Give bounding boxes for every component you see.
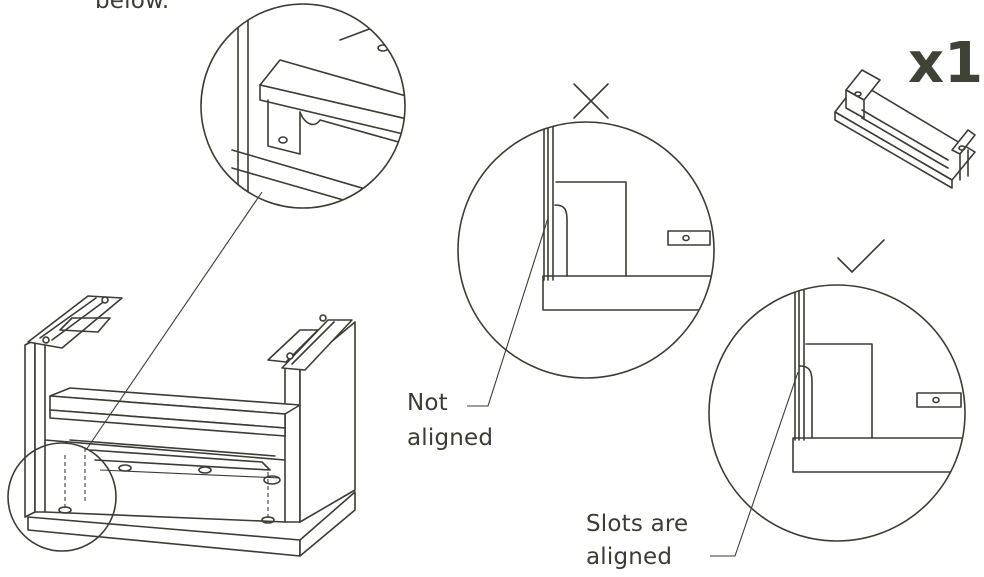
slots-aligned-leader — [710, 371, 799, 557]
bracket-part — [834, 69, 976, 189]
zoom-circle-outline — [200, 3, 406, 209]
cabinet-detail-marker — [7, 191, 263, 552]
quantity-label: x1 — [908, 31, 984, 96]
zoom-detail-bracket — [231, 4, 405, 208]
slots-aligned-circle — [708, 284, 966, 542]
cross-icon — [573, 83, 609, 119]
slots-aligned-label-line2: aligned — [586, 544, 673, 570]
intro-text-fragment: below. — [95, 0, 170, 14]
slots-aligned-detail — [792, 285, 964, 473]
not-aligned-detail — [542, 122, 714, 311]
slots-aligned-label-line1: Slots are — [586, 511, 689, 537]
check-icon — [837, 239, 885, 273]
cabinet-assembly — [24, 295, 356, 557]
not-aligned-label-line2: aligned — [407, 425, 494, 451]
not-aligned-leader — [467, 217, 549, 407]
not-aligned-label-line1: Not — [407, 390, 448, 416]
not-aligned-circle — [457, 121, 715, 379]
